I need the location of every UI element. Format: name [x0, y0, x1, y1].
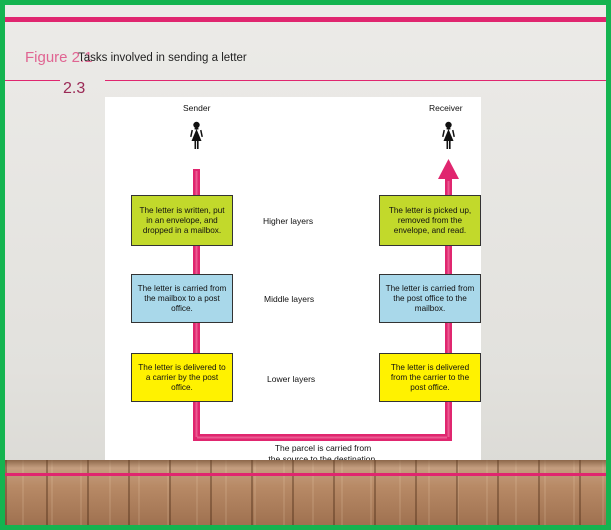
receiver-middle-box: The letter is carried from the post offi…: [379, 274, 481, 323]
receiver-arrow-head: [438, 159, 459, 179]
lower-layers-label: Lower layers: [267, 374, 316, 384]
bottom-caption-line2: the source to the destination.: [268, 454, 378, 464]
title-rule-left: [5, 80, 60, 81]
letter-diagram: Sender Receiver The letter is written, p…: [105, 97, 481, 467]
top-accent-bar: [5, 17, 606, 22]
middle-layers-label: Middle layers: [264, 294, 315, 304]
title-rule: [105, 80, 606, 81]
higher-layers-label: Higher layers: [263, 216, 314, 226]
receiver-lower-box: The letter is delivered from the carrier…: [379, 353, 481, 402]
figure-title: Tasks involved in sending a letter: [78, 52, 247, 64]
receiver-higher-box: The letter is picked up, removed from th…: [379, 195, 481, 246]
receiver-person-icon: [442, 121, 455, 149]
sender-higher-box: The letter is written, put in an envelop…: [131, 195, 233, 246]
slide: Figure 2.1 Tasks involved in sending a l…: [5, 5, 606, 525]
slide-number: 2.3: [63, 80, 86, 97]
bottom-accent-bar: [5, 473, 606, 476]
sender-middle-box: The letter is carried from the mailbox t…: [131, 274, 233, 323]
receiver-label: Receiver: [429, 103, 463, 113]
bottom-caption-line1: The parcel is carried from: [274, 443, 372, 453]
sender-label: Sender: [183, 103, 211, 113]
figure-label: Figure 2.1: [25, 49, 93, 66]
sender-lower-box: The letter is delivered to a carrier by …: [131, 353, 233, 402]
sender-person-icon: [190, 121, 203, 149]
wood-floor: [5, 460, 606, 525]
bottom-caption: The parcel is carried from the source to…: [223, 443, 423, 465]
